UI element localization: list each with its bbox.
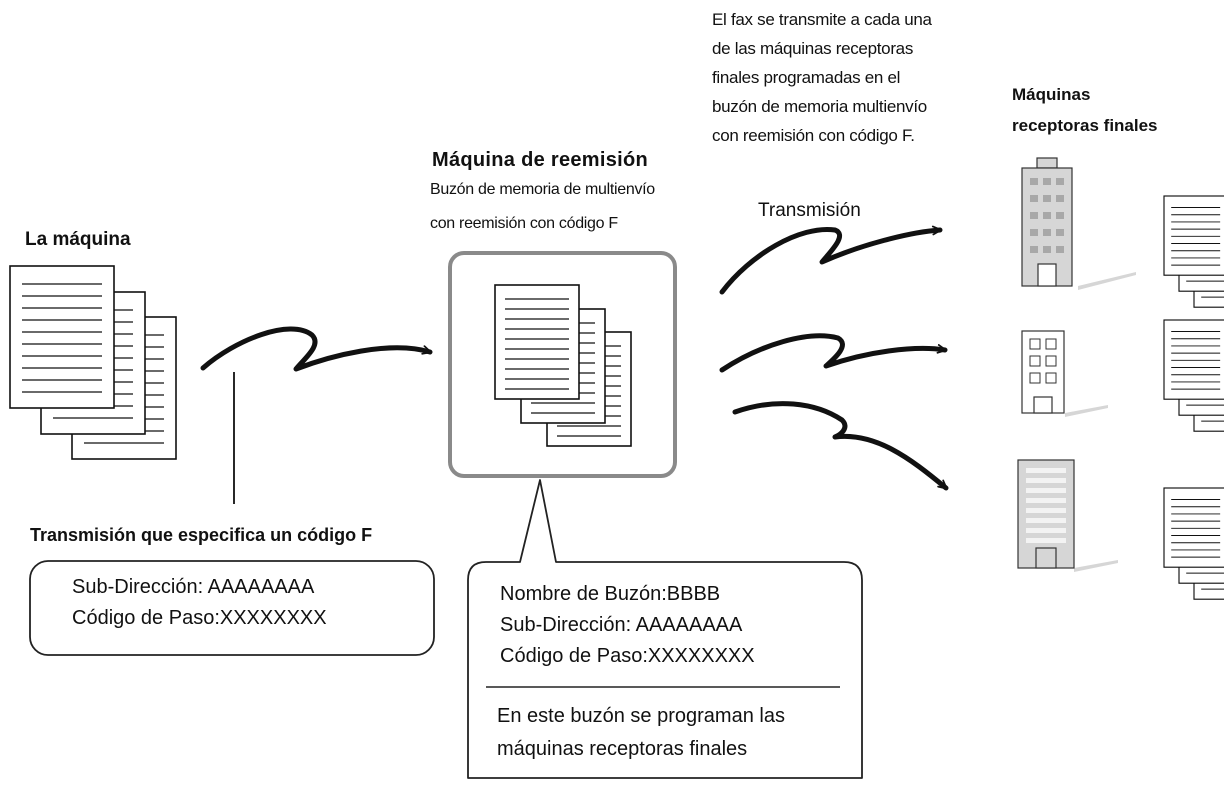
relay-machine-subtitle-2: con reemisión con código F [430, 215, 618, 232]
transmission-arrow-1 [719, 225, 943, 295]
relay-document-stack [494, 284, 632, 447]
transmission-arrow-to-relay [200, 326, 433, 372]
transmission-label: Transmisión [758, 200, 861, 221]
final-document-stack [1164, 488, 1224, 599]
relay-box-name: Nombre de Buzón:BBBB [500, 583, 721, 605]
fcode-passcode: Código de Paso:XXXXXXXX [72, 607, 327, 629]
relay-passcode: Código de Paso:XXXXXXXX [500, 645, 755, 667]
relay-info-callout-frame [467, 479, 863, 779]
relay-machine-subtitle-1: Buzón de memoria de multienvío [430, 181, 655, 198]
building-icon [1021, 157, 1136, 290]
final-machines-label-1: Máquinas [1012, 85, 1091, 104]
building-icon [1017, 459, 1118, 572]
relay-note-2: máquinas receptoras finales [497, 738, 748, 760]
fcode-transmission-title: Transmisión que especifica un código F [30, 525, 373, 545]
source-document-stack [9, 265, 177, 460]
building-icon [1021, 330, 1108, 417]
fcode-subaddress: Sub-Dirección: AAAAAAAA [72, 576, 315, 598]
transmission-arrow-3 [732, 401, 949, 491]
final-document-stack [1164, 196, 1224, 307]
note-line-5: con reemisión con código F. [712, 126, 915, 145]
note-line-1: El fax se transmite a cada una [712, 10, 932, 29]
fcode-info-frame [29, 560, 435, 656]
transmission-arrow-2 [719, 333, 948, 373]
note-line-2: de las máquinas receptoras [712, 39, 914, 58]
final-machines-label-2: receptoras finales [1012, 116, 1158, 135]
relay-machine-title: Máquina de reemisión [432, 149, 649, 171]
source-machine-label: La máquina [25, 229, 131, 250]
final-document-stack [1164, 320, 1224, 431]
note-line-3: finales programadas en el [712, 68, 901, 87]
note-line-4: buzón de memoria multienvío [712, 97, 927, 116]
relay-note-1: En este buzón se programan las [497, 705, 785, 727]
relay-subaddress: Sub-Dirección: AAAAAAAA [500, 614, 743, 636]
